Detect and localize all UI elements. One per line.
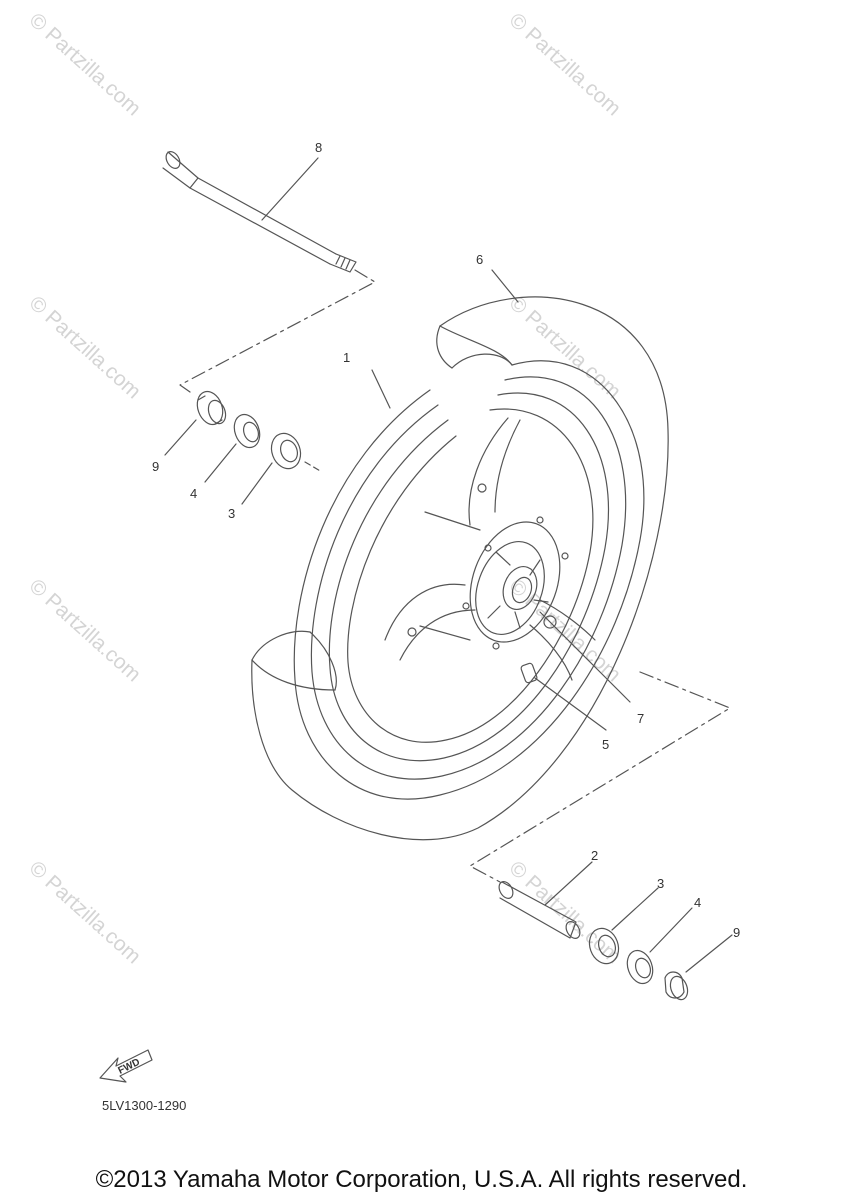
fwd-arrow-icon (99, 1049, 153, 1083)
part-label-9-right: 9 (733, 925, 740, 940)
part-label-1: 1 (343, 350, 350, 365)
assembly-line-right (469, 671, 731, 883)
part-label-4-right: 4 (694, 895, 701, 910)
watermark: © Partzilla.com (25, 857, 146, 969)
part-label-6: 6 (476, 252, 483, 267)
fwd-label: FWD (116, 1057, 141, 1077)
left-spacer-set (164, 390, 302, 505)
part-label-4-left: 4 (190, 486, 197, 501)
watermark: © Partzilla.com (505, 857, 626, 969)
part-label-3-left: 3 (228, 506, 235, 521)
part-label-9-left: 9 (152, 459, 159, 474)
watermark: © Partzilla.com (505, 9, 626, 121)
watermark: © Partzilla.com (505, 292, 626, 404)
tire (251, 269, 669, 841)
watermark: © Partzilla.com (505, 575, 626, 687)
assembly-line-left (179, 269, 376, 393)
part-labels: 8 6 1 9 4 3 7 5 2 3 4 9 (152, 140, 740, 940)
watermark: © Partzilla.com (25, 9, 146, 121)
wheel-rim (293, 360, 645, 800)
right-spacer-set (498, 861, 733, 1001)
part-label-2: 2 (591, 848, 598, 863)
part-label-8: 8 (315, 140, 322, 155)
copyright-notice: ©2013 Yamaha Motor Corporation, U.S.A. A… (95, 1166, 748, 1193)
part-label-7: 7 (637, 711, 644, 726)
part-label-5: 5 (602, 737, 609, 752)
watermark: © Partzilla.com (25, 575, 146, 687)
part-label-3-right: 3 (657, 876, 664, 891)
watermarks: © Partzilla.com © Partzilla.com © Partzi… (25, 9, 626, 969)
watermark: © Partzilla.com (25, 292, 146, 404)
wheel-hub (419, 511, 569, 650)
valve-and-weight (520, 611, 631, 731)
drawing-code: 5LV1300-1290 (102, 1098, 186, 1113)
wheel-spokes (384, 417, 596, 681)
axle (162, 151, 357, 273)
